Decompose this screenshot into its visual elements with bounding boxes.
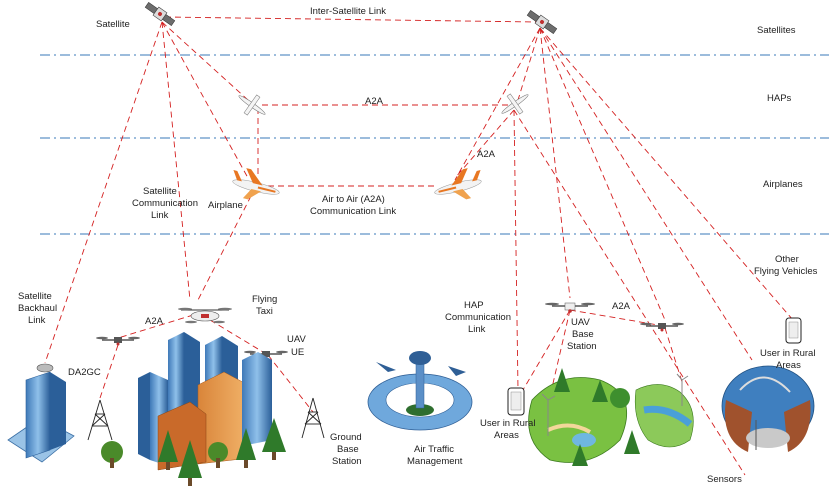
layer-haps-label: HAPs bbox=[767, 93, 792, 104]
hap-right-icon bbox=[501, 93, 529, 115]
da2gc-tower-icon bbox=[87, 399, 113, 441]
rural-left-label-2: Areas bbox=[494, 430, 519, 441]
uav-ue-label-2: UE bbox=[291, 347, 304, 358]
satellite-left-icon bbox=[144, 2, 176, 26]
drone-right-icon bbox=[640, 322, 684, 332]
flying-taxi-icon bbox=[178, 307, 232, 324]
sensor-landscape-icon bbox=[721, 365, 815, 452]
sat-comm-label-3: Link bbox=[151, 210, 169, 221]
flying-taxi-label-1: Flying bbox=[252, 294, 277, 305]
backhaul-building-icon bbox=[7, 363, 75, 463]
satellite-label: Satellite bbox=[96, 19, 130, 30]
uav-bs-label-3: Station bbox=[567, 341, 597, 352]
hap-comm-label-2: Communication bbox=[445, 312, 511, 323]
air-to-air-label-2: Communication Link bbox=[310, 206, 396, 217]
hap-left-icon bbox=[238, 94, 266, 116]
rural-right-label-2: Areas bbox=[776, 360, 801, 371]
ground-bs-label-1: Ground bbox=[330, 432, 362, 443]
trees-icon bbox=[101, 418, 286, 486]
layer-other-label-2: Flying Vehicles bbox=[754, 266, 818, 277]
satellite-right-icon bbox=[526, 10, 558, 34]
a2a-right-label: A2A bbox=[477, 149, 496, 160]
air-traffic-management-icon bbox=[367, 351, 473, 431]
layer-airplanes-label: Airplanes bbox=[763, 179, 803, 190]
layer-other-label-1: Other bbox=[775, 254, 799, 265]
airplane-right-icon bbox=[434, 168, 482, 200]
uav-bs-label-2: Base bbox=[572, 329, 594, 340]
rural-park-icon bbox=[528, 368, 694, 466]
rural-right-label-1: User in Rural bbox=[760, 348, 815, 359]
drone-uav-bs-icon bbox=[545, 302, 595, 313]
flying-taxi-label-2: Taxi bbox=[256, 306, 273, 317]
hap-comm-label-1: HAP bbox=[464, 300, 484, 311]
sat-comm-label-1: Satellite bbox=[143, 186, 177, 197]
hap-comm-label-3: Link bbox=[468, 324, 486, 335]
uav-bs-label-1: UAV bbox=[571, 317, 590, 328]
sensors-label: Sensors bbox=[707, 474, 742, 485]
communication-links bbox=[44, 16, 794, 476]
atm-label-1: Air Traffic bbox=[414, 444, 454, 455]
airplane-label: Airplane bbox=[208, 200, 243, 211]
a2a-taxi-label: A2A bbox=[145, 316, 164, 327]
uav-ue-label-1: UAV bbox=[287, 334, 306, 345]
backhaul-label-1: Satellite bbox=[18, 291, 52, 302]
ground-bs-label-2: Base bbox=[337, 444, 359, 455]
backhaul-label-3: Link bbox=[28, 315, 46, 326]
inter-satellite-link-label: Inter-Satellite Link bbox=[310, 6, 386, 17]
layer-satellites-label: Satellites bbox=[757, 25, 796, 36]
a2a-haps-label: A2A bbox=[365, 96, 384, 107]
sat-comm-label-2: Communication bbox=[132, 198, 198, 209]
ground-base-station-icon bbox=[301, 397, 325, 439]
rural-left-label-1: User in Rural bbox=[480, 418, 535, 429]
air-to-air-label-1: Air to Air (A2A) bbox=[322, 194, 385, 205]
a2a-uav-label: A2A bbox=[612, 301, 631, 312]
phone-right-icon bbox=[785, 317, 802, 344]
wind-turbines-icon bbox=[541, 373, 689, 436]
atm-label-2: Management bbox=[407, 456, 463, 467]
phone-left-icon bbox=[507, 387, 525, 416]
da2gc-label: DA2GC bbox=[68, 367, 101, 378]
backhaul-label-2: Backhaul bbox=[18, 303, 57, 314]
ground-bs-label-3: Station bbox=[332, 456, 362, 467]
airplane-left-icon bbox=[232, 168, 280, 200]
drone-left-icon bbox=[96, 336, 140, 346]
